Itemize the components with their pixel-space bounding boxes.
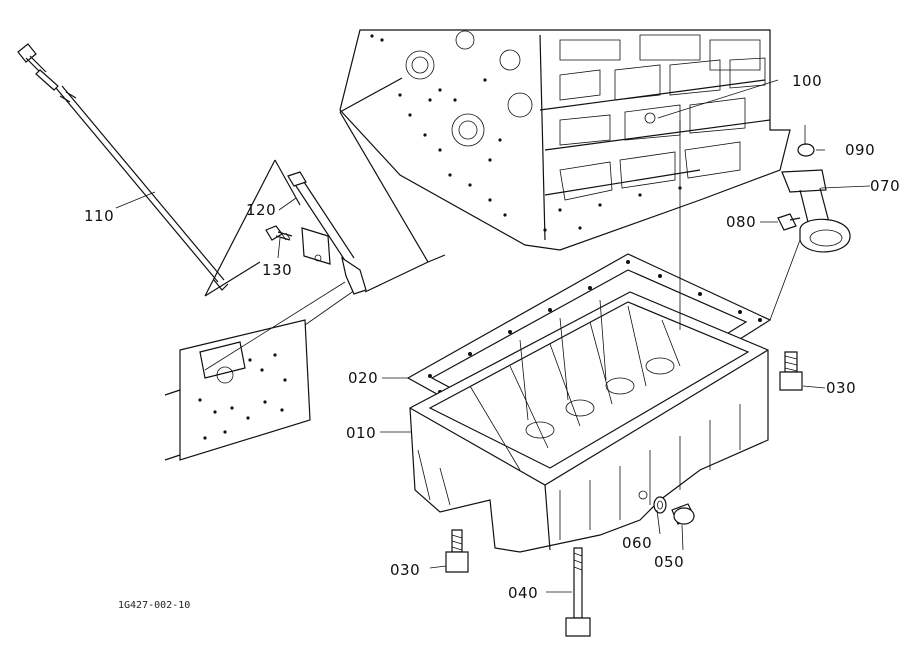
bolt-130 — [265, 225, 293, 241]
callout-070[interactable]: 070 — [870, 177, 901, 195]
oil-pan — [409, 291, 769, 553]
bolt-030-right — [779, 351, 803, 391]
detail-box-outline-left — [204, 159, 301, 297]
o-ring — [797, 143, 815, 157]
drawing-id: 1G427-002-10 — [118, 600, 191, 611]
dipstick — [17, 43, 229, 291]
callout-100[interactable]: 100 — [792, 72, 823, 90]
callout-010[interactable]: 010 — [346, 424, 377, 442]
callout-130[interactable]: 130 — [262, 261, 293, 279]
callout-020[interactable]: 020 — [348, 369, 379, 387]
callout-110[interactable]: 110 — [84, 207, 115, 225]
guide-line-block — [204, 281, 356, 371]
drain-washer — [653, 496, 667, 514]
engine-block — [339, 29, 791, 251]
bolt-080 — [777, 213, 801, 231]
dipstick-guide-pipe — [287, 171, 367, 295]
callout-030-left[interactable]: 030 — [390, 561, 421, 579]
oil-strainer — [781, 169, 851, 253]
bolt-040 — [565, 547, 591, 637]
callout-090[interactable]: 090 — [845, 141, 876, 159]
bolt-030-left — [445, 529, 469, 573]
callout-050[interactable]: 050 — [654, 553, 685, 571]
drain-plug — [671, 503, 695, 525]
detail-box-outline — [339, 77, 446, 293]
leader-lines — [115, 79, 871, 593]
callout-080[interactable]: 080 — [726, 213, 757, 231]
block-fragment — [164, 319, 311, 461]
callout-060[interactable]: 060 — [622, 534, 653, 552]
callout-030-right[interactable]: 030 — [826, 379, 857, 397]
callout-120[interactable]: 120 — [246, 201, 277, 219]
callout-040[interactable]: 040 — [508, 584, 539, 602]
